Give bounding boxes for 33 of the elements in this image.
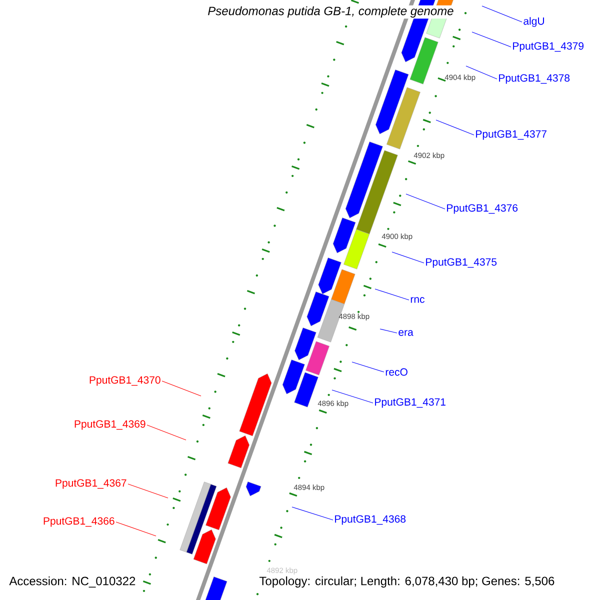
leader-line [472,32,512,48]
gene-label: era [398,330,414,336]
gene-label: rnc [410,297,424,303]
leader-line [374,288,410,300]
leader-line [116,522,156,536]
leader-line [482,6,522,22]
gene-label: PputGB1_4379 [513,42,584,52]
leader-line [292,506,334,520]
leader-line [162,380,202,396]
gene-label: PputGB1_4375 [426,258,497,268]
leader-line [436,120,474,136]
leader-line [392,252,424,264]
leader-line [332,390,374,404]
leader-line [128,484,168,498]
gene-label: PputGB1_4376 [447,204,518,214]
gene-label: algU [524,17,544,27]
leader-line [466,66,498,80]
gene-label: PputGB1_4377 [476,130,546,140]
gene-label: recO [386,368,408,376]
gene-label: PputGB1_4378 [499,74,570,84]
gene-label: PputGB1_4367 [56,479,126,489]
leader-line [406,194,446,210]
leader-line [380,328,398,334]
leader-line [146,424,186,440]
gene-label: PputGB1_4368 [335,515,406,525]
info-text: Topology: circular; Length: 6,078,430 bp; Genes: 5,506 [258,575,556,589]
title: Pseudomonas putida GB-1, complete genome [206,5,455,19]
gene-label: PputGB1_4369 [74,420,146,430]
leader-line [352,362,384,372]
info-text: Accession: NC_010322 [8,575,137,589]
gene-label: PputGB1_4366 [44,517,114,527]
gene-label: PputGB1_4371 [375,398,446,408]
gene-label: PputGB1_4370 [90,376,160,386]
